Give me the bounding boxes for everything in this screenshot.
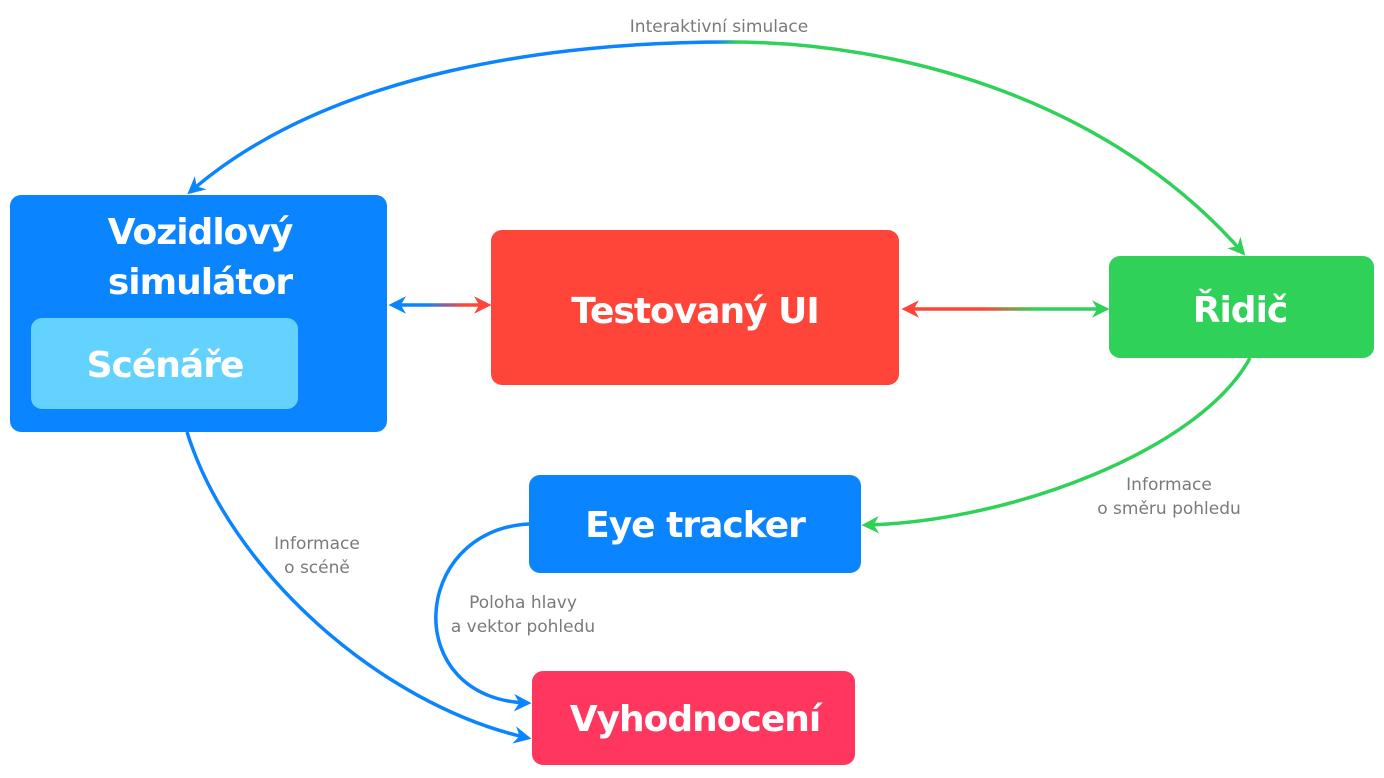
evaluation-title: Vyhodnocení [570, 699, 823, 740]
tested-ui-title: Testovaný UI [571, 291, 819, 332]
scenarios-title: Scénáře [87, 345, 244, 386]
label-gaze-info-2: o směru pohledu [1097, 499, 1241, 519]
label-head-pos-1: Poloha hlavy [469, 593, 577, 613]
simulator-title-2: simulátor [108, 262, 293, 303]
label-scene-info-2: o scéně [284, 558, 350, 578]
arrow-driver-eyetracker [861, 357, 1252, 534]
node-driver: Řidič [1109, 256, 1374, 358]
driver-title: Řidič [1193, 289, 1288, 331]
label-interactive-simulation: Interaktivní simulace [630, 17, 808, 37]
node-vehicle-simulator: Vozidlový simulátor Scénáře [10, 195, 387, 432]
node-eye-tracker: Eye tracker [529, 475, 861, 573]
label-head-pos-2: a vektor pohledu [451, 617, 595, 637]
eye-tracker-title: Eye tracker [585, 505, 806, 546]
node-evaluation: Vyhodnocení [532, 671, 855, 765]
simulator-title-1: Vozidlový [108, 212, 293, 253]
label-gaze-info-1: Informace [1126, 475, 1212, 495]
arrow-interactive-simulation [187, 40, 1246, 256]
arrow-simulator-evaluation [185, 431, 532, 744]
node-scenarios: Scénáře [31, 318, 298, 409]
node-tested-ui: Testovaný UI [491, 230, 899, 385]
arrow-eyetracker-evaluation [434, 522, 532, 712]
label-scene-info-1: Informace [274, 534, 360, 554]
